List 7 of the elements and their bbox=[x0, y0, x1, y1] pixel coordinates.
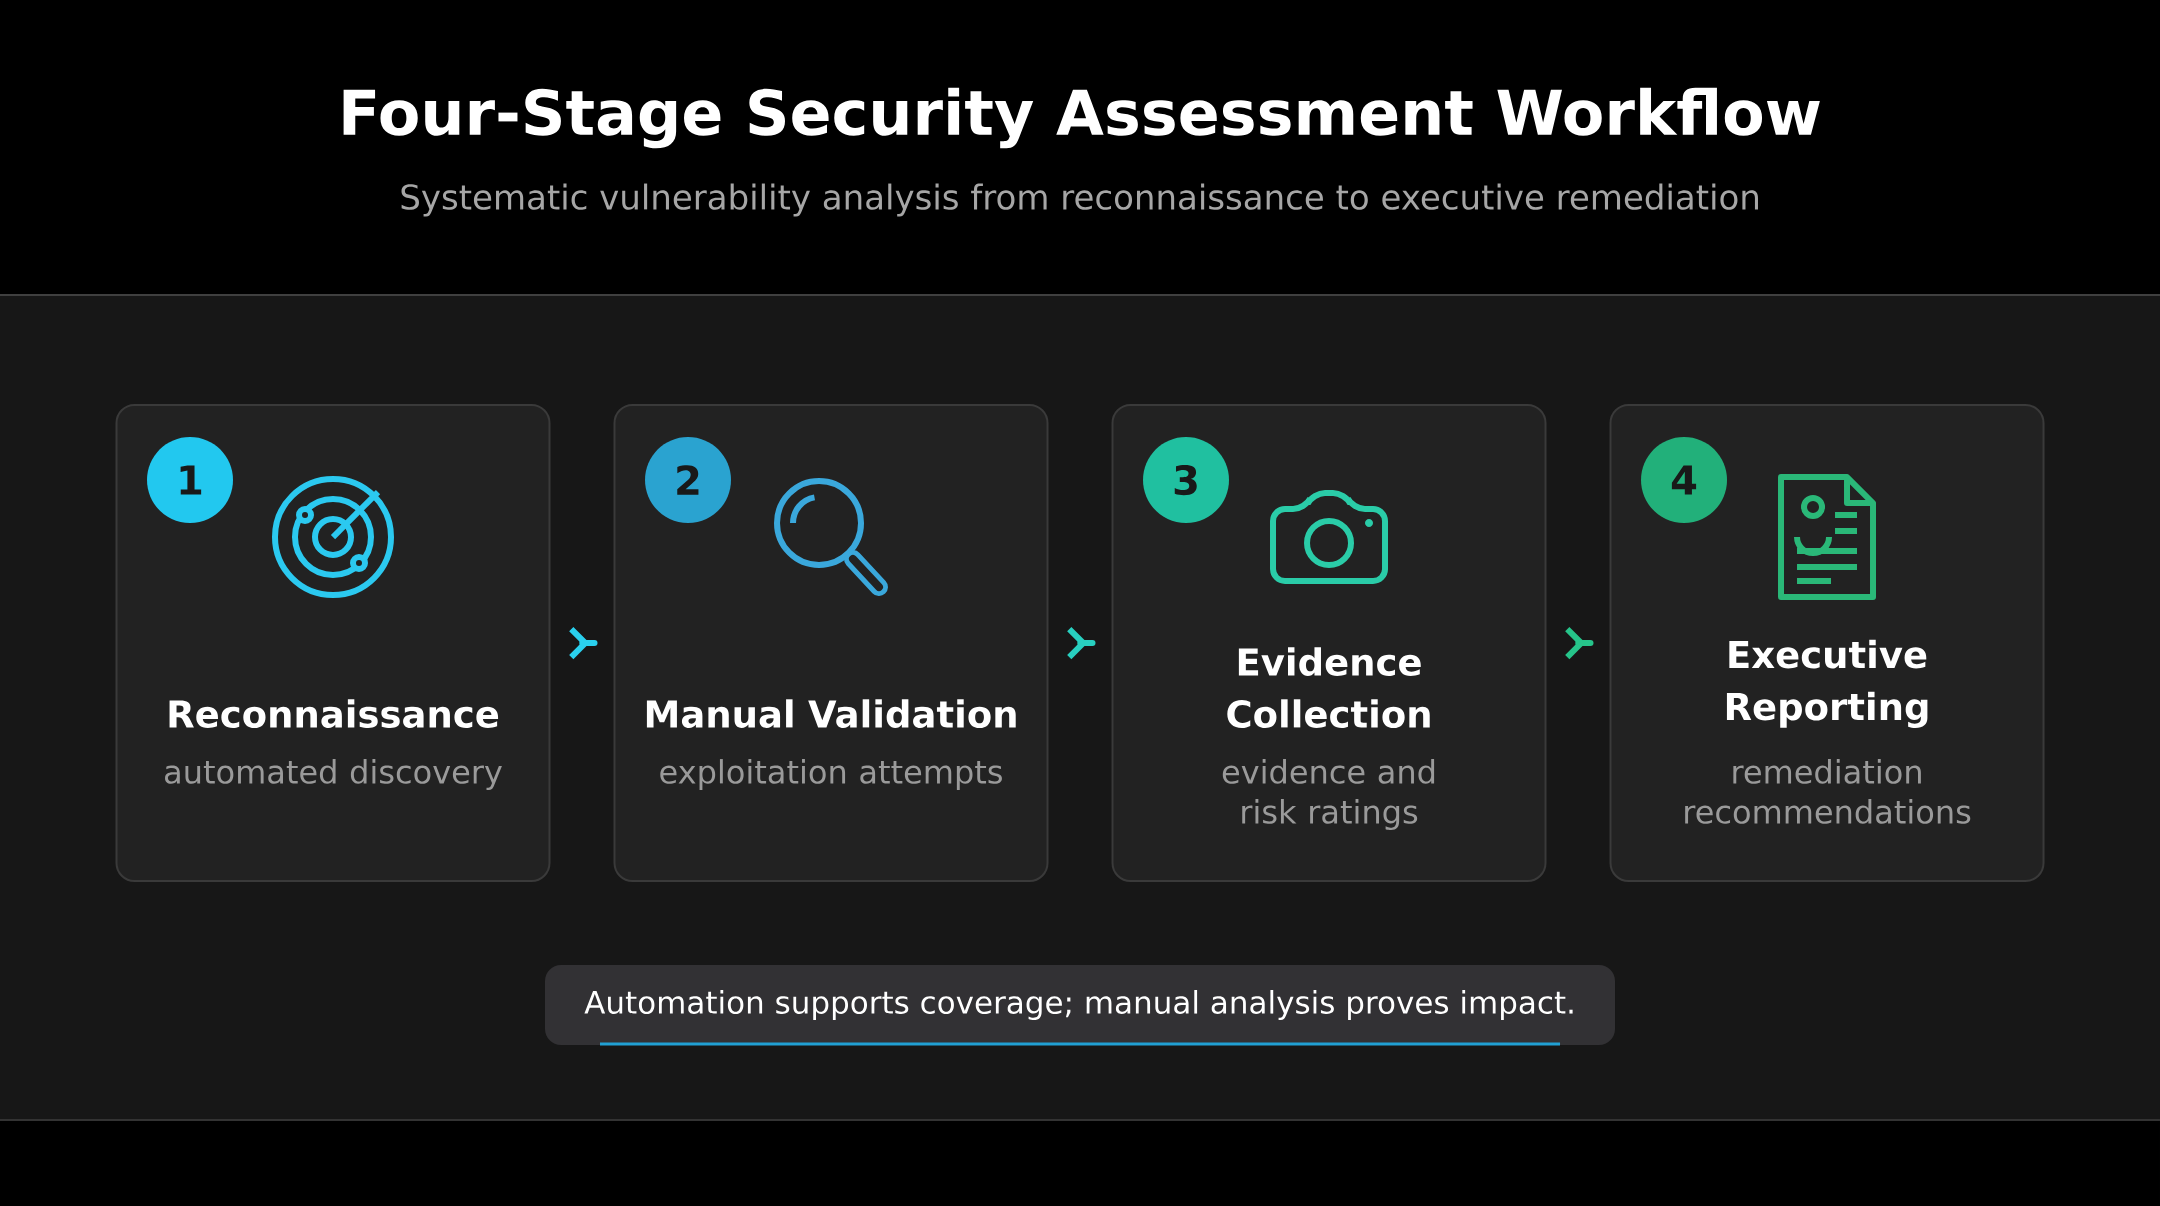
note-banner: Automation supports coverage; manual analysis proves impact. bbox=[545, 965, 1615, 1045]
subtitle: Systematic vulnerability analysis from reconnaissance to executive remediation bbox=[401, 183, 1758, 217]
title: Four-Stage Security Assessment Workflow bbox=[343, 87, 1820, 149]
number-badge: 3 bbox=[1143, 437, 1229, 523]
number-badge: 2 bbox=[645, 437, 731, 523]
number-badge: 1 bbox=[147, 437, 233, 523]
number-badge: 4 bbox=[1641, 437, 1727, 523]
